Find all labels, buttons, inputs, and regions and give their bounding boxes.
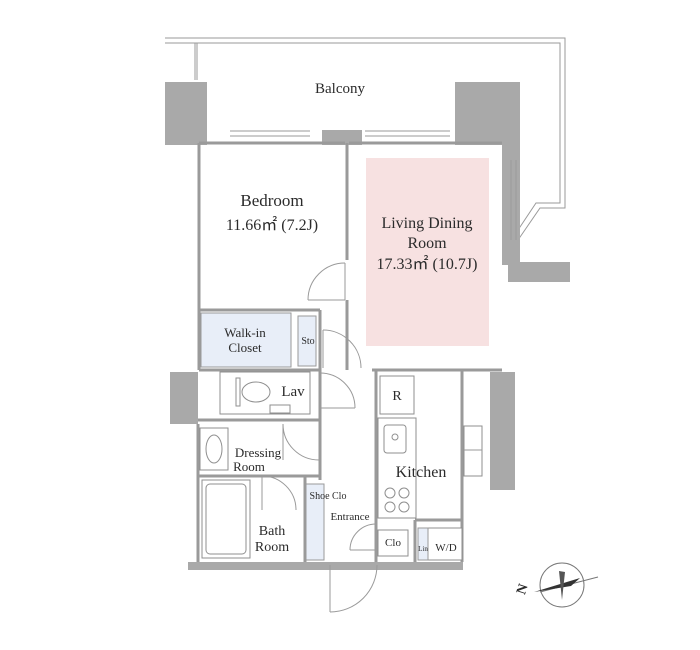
linen-label: Lin (418, 545, 428, 553)
living-room-highlight (366, 158, 489, 346)
living-dining-label-line1: Living Dining (381, 215, 472, 232)
refrigerator-label: R (392, 389, 402, 404)
living-dining-label-line2: Room (407, 235, 447, 252)
basin-fixture (199, 427, 229, 471)
clo-box (377, 529, 409, 557)
bath-room-label-line1: Bath (259, 524, 285, 539)
lav-label: Lav (281, 384, 305, 400)
balcony-label: Balcony (315, 81, 365, 97)
windows (230, 130, 517, 240)
north-compass: N (514, 562, 599, 608)
washer-dryer-label: W/D (435, 542, 456, 554)
kitchen-fixtures (377, 375, 483, 519)
kitchen-label: Kitchen (396, 464, 447, 481)
bathtub (201, 479, 251, 559)
bath-room-label-line2: Room (255, 540, 289, 555)
clo-label: Clo (385, 537, 401, 549)
shoe-closet-label: Shoe Clo (310, 491, 347, 502)
bedroom-area: 11.66㎡ (7.2J) (226, 216, 318, 234)
living-dining-area: 17.33㎡ (10.7J) (377, 255, 478, 273)
balcony-railing (165, 37, 566, 241)
north-indicator: N (514, 582, 531, 596)
walkin-closet-area (200, 312, 292, 368)
doors (261, 262, 378, 613)
shoe-closet-area (305, 483, 325, 561)
entrance-label: Entrance (330, 511, 369, 523)
walkin-closet-label-line1: Walk-in (224, 325, 266, 340)
lav-fixtures (219, 371, 311, 415)
storage-area (297, 315, 317, 367)
interior-walls (196, 141, 502, 562)
storage-label: Sto (301, 336, 314, 347)
bedroom-label: Bedroom (240, 191, 303, 210)
walkin-closet-label-line2: Closet (228, 340, 262, 355)
dressing-room-label-line2: Room (233, 459, 265, 474)
dressing-room-label-line1: Dressing (235, 445, 282, 460)
laundry (417, 527, 463, 561)
